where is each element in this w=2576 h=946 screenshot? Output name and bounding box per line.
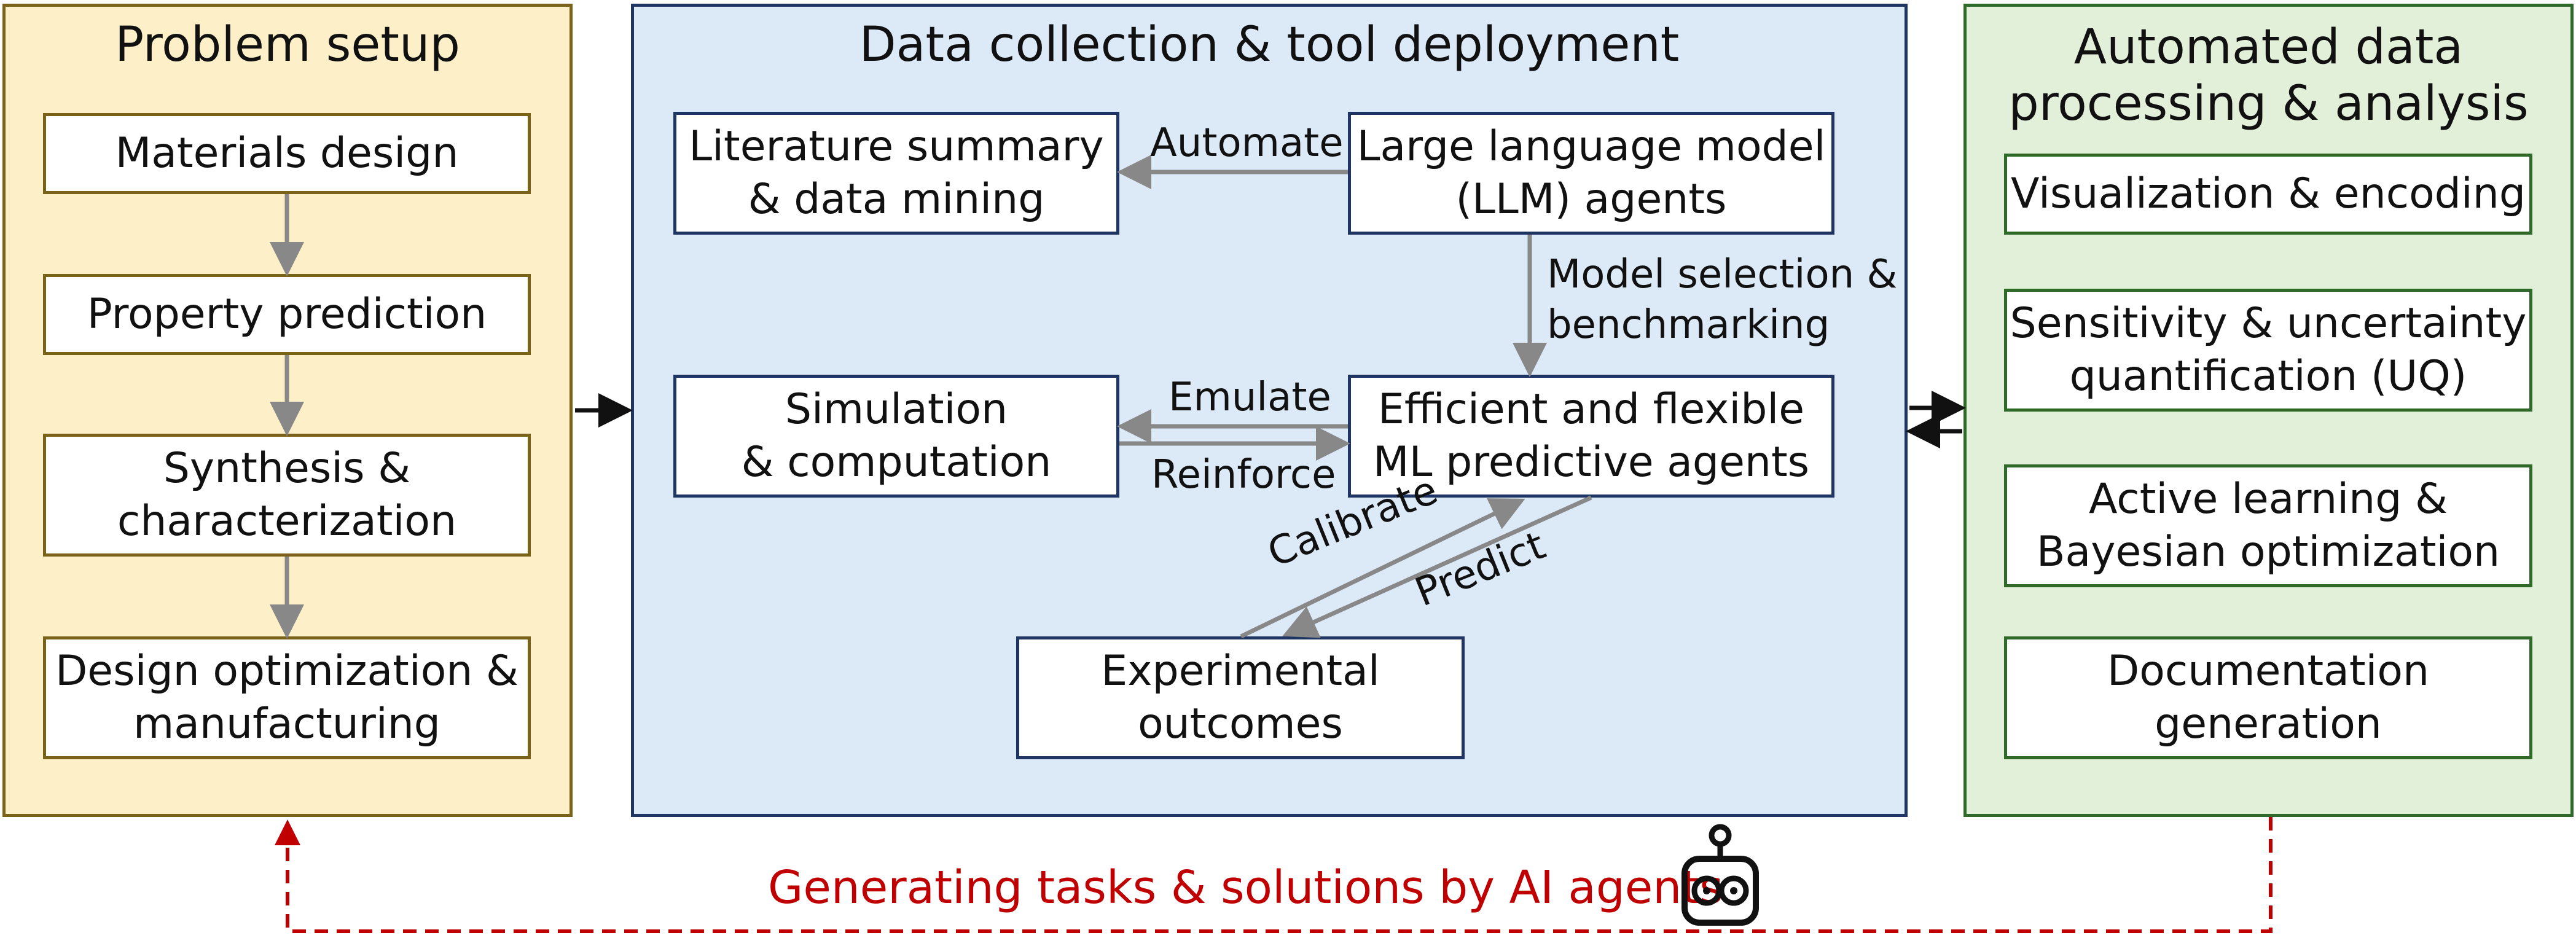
- label-model-selection: Model selection & benchmarking: [1547, 252, 1898, 348]
- step-materials-design: Materials design: [43, 113, 531, 194]
- llm-agents-box: Large language model (LLM) agents: [1348, 112, 1834, 235]
- active-learning-box: Active learning & Bayesian optimization: [2004, 464, 2532, 587]
- analysis-title: Automated data processing & analysis: [2008, 20, 2529, 131]
- label-emulate: Emulate: [1169, 375, 1331, 420]
- step-synthesis-characterization: Synthesis & characterization: [43, 434, 531, 557]
- feedback-loop-path: [275, 817, 2273, 933]
- simulation-box: Simulation & computation: [673, 375, 1119, 498]
- experimental-outcomes-box: Experimental outcomes: [1016, 636, 1465, 759]
- label-automate: Automate: [1150, 120, 1344, 166]
- problem-setup-title: Problem setup: [115, 17, 460, 72]
- ml-agents-box: Efficient and flexible ML predictive age…: [1348, 375, 1834, 498]
- documentation-generation-box: Documentation generation: [2004, 636, 2532, 759]
- sensitivity-uq-box: Sensitivity & uncertainty quantification…: [2004, 289, 2532, 412]
- literature-summary-box: Literature summary & data mining: [673, 112, 1119, 235]
- visualization-encoding-box: Visualization & encoding: [2004, 154, 2532, 235]
- data-collection-title: Data collection & tool deployment: [859, 17, 1680, 72]
- arrow-predict: [1282, 495, 1592, 638]
- step-design-optimization: Design optimization & manufacturing: [43, 636, 531, 759]
- feedback-label: Generating tasks & solutions by AI agent…: [768, 861, 1723, 914]
- label-reinforce: Reinforce: [1151, 452, 1336, 498]
- step-property-prediction: Property prediction: [43, 274, 531, 355]
- robot-icon: [1681, 824, 1759, 926]
